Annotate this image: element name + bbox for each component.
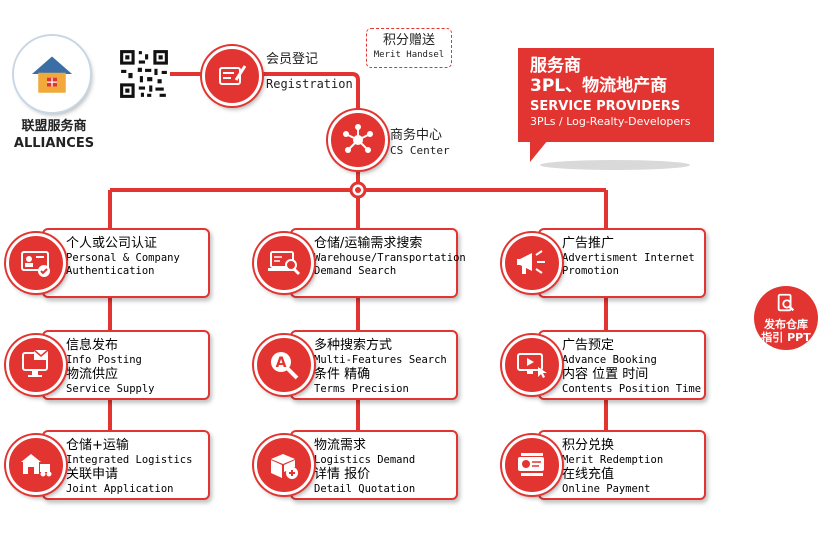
alliances-label: 联盟服务商 ALLIANCES (13, 119, 95, 151)
feature-icon-circle (502, 233, 562, 293)
house-icon (32, 56, 72, 93)
feature-label-en: Multi-Features Search (314, 354, 447, 366)
feature-label-zh: 积分兑换 (562, 438, 615, 453)
authentication-icon (21, 251, 50, 277)
feature-label-en: Demand Search (314, 265, 397, 277)
qr-code-icon (118, 48, 170, 100)
feature-label-zh: 信息发布 (66, 338, 119, 353)
feature-icon-circle (254, 435, 314, 495)
svg-text:A: A (276, 355, 287, 371)
feature-label-en: Authentication (66, 265, 155, 277)
feature-label-zh: 条件 精确 (314, 367, 371, 382)
registration-label: 会员登记 Registration (266, 52, 353, 91)
publish-warehouse-guide-button[interactable]: 发布仓库 指引 PPT (754, 286, 818, 350)
feature-label-zh: 广告预定 (562, 338, 615, 353)
feature-label-en: Detail Quotation (314, 483, 416, 495)
feature-label-en: Promotion (562, 265, 619, 277)
feature-icon-circle (6, 335, 66, 395)
feature-icon-circle: A (254, 335, 314, 395)
booking-screen-icon (517, 353, 547, 378)
feature-label-en: Terms Precision (314, 383, 409, 395)
feature-label-zh: 详情 报价 (314, 467, 371, 482)
cs-center-label: 商务中心 CS Center (390, 128, 450, 157)
feature-label-en: Merit Redemption (562, 454, 664, 466)
warehouse-truck-icon (21, 454, 52, 477)
feature-icon-circle (254, 233, 314, 293)
feature-label-en: Info Posting (66, 354, 142, 366)
feature-label-en: Service Supply (66, 383, 155, 395)
feature-label-zh: 关联申请 (66, 467, 119, 482)
registration-form-icon (219, 65, 247, 85)
feature-icon-circle (502, 435, 562, 495)
feature-label-zh: 个人或公司认证 (66, 236, 158, 251)
megaphone-icon (517, 250, 545, 274)
service-providers-shadow (540, 160, 690, 170)
feature-label-en: Logistics Demand (314, 454, 416, 466)
merit-handsel-tag: 积分赠送 Merit Handsel (366, 28, 452, 68)
registration-node (202, 46, 262, 106)
feature-label-zh: 物流需求 (314, 438, 367, 453)
feature-label-zh: 广告推广 (562, 236, 615, 251)
search-document-icon (777, 293, 795, 312)
info-posting-icon (22, 349, 49, 377)
feature-icon-circle (502, 335, 562, 395)
laptop-search-icon (268, 251, 301, 276)
multi-search-icon: A (271, 352, 299, 380)
feature-icon-circle (6, 435, 66, 495)
feature-label-zh: 仓储/运输需求搜索 (314, 236, 423, 251)
feature-label-en: Warehouse/Transportation (314, 252, 466, 264)
box-quotation-icon (271, 454, 298, 479)
service-providers-panel: 服务商 3PL、物流地产商 SERVICE PROVIDERS 3PLs / L… (518, 48, 714, 142)
alliances-house (14, 36, 90, 112)
feature-label-zh: 在线充值 (562, 467, 615, 482)
feature-label-zh: 内容 位置 时间 (562, 367, 649, 382)
feature-label-en: Advance Booking (562, 354, 657, 366)
feature-label-en: Personal & Company (66, 252, 180, 264)
feature-label-en: Advertisment Internet (562, 252, 695, 264)
feature-label-zh: 物流供应 (66, 367, 119, 382)
payment-cash-icon (518, 453, 544, 476)
feature-label-en: Contents Position Time (562, 383, 702, 395)
feature-label-en: Online Payment (562, 483, 651, 495)
feature-icon-circle (6, 233, 66, 293)
feature-label-en: Joint Application (66, 483, 174, 495)
feature-label-en: Integrated Logistics (66, 454, 193, 466)
service-providers-tail (530, 140, 548, 162)
network-hub-icon (343, 124, 373, 153)
feature-label-zh: 仓储+运输 (66, 438, 129, 453)
feature-label-zh: 多种搜索方式 (314, 338, 393, 353)
cs-center-node (328, 110, 388, 170)
